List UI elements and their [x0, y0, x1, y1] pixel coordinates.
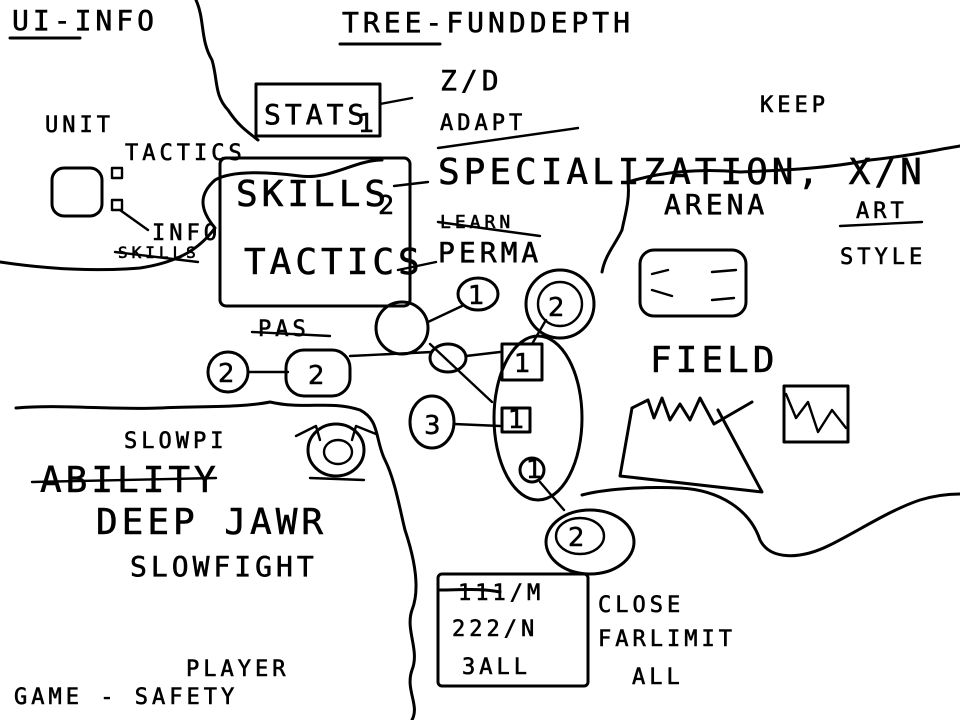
arena-preview-marks [650, 268, 738, 302]
node-1-bottom[interactable] [518, 456, 546, 484]
right-region-border [626, 144, 960, 184]
box-line-2: 222/N [452, 617, 538, 642]
adapt-strike [436, 126, 580, 150]
pas-label: PAS [258, 317, 310, 342]
node-small[interactable] [428, 342, 468, 374]
field-thumbnail [782, 384, 850, 444]
all-label: ALL [632, 665, 684, 690]
tactics-box-label: TACTICS [244, 242, 424, 283]
node-1-upper[interactable] [500, 342, 544, 382]
edge-small [464, 350, 502, 358]
node-2-ring[interactable] [524, 268, 596, 340]
style-label: STYLE [840, 245, 926, 270]
skills-connector [392, 180, 430, 188]
unit-portrait [50, 166, 104, 218]
right-region-border-left [600, 180, 630, 274]
zd-label: Z/D [440, 64, 503, 97]
edge-up [530, 318, 548, 346]
node-2-left-label: 2 [218, 359, 235, 389]
node-2-mid[interactable] [284, 348, 352, 398]
right-region-border-bottom [580, 485, 960, 558]
node-2-label: 2 [548, 293, 565, 323]
skills-tactics-box [218, 156, 412, 308]
farlimit-label: FARLIMIT [598, 627, 736, 652]
node-1-top[interactable] [456, 276, 500, 312]
node-1-top-label: 1 [468, 281, 485, 311]
ability-strike [30, 476, 218, 484]
unit-label: UNIT [45, 113, 114, 138]
arena-preview-box [638, 248, 748, 318]
node-gem[interactable] [374, 300, 430, 356]
perma-label: PERMA [438, 236, 542, 269]
art-label: ART [856, 199, 908, 224]
edge-down [538, 480, 566, 512]
node-3[interactable] [408, 394, 456, 450]
pas-strike [250, 330, 332, 338]
node-2-mid-label: 2 [308, 361, 325, 391]
node-1-lower-label: 1 [508, 405, 525, 435]
small-square-bottom [110, 198, 124, 212]
bottom-box [436, 572, 590, 688]
stats-box [254, 82, 382, 138]
left-region-border-lower [0, 158, 384, 272]
specialization-label: SPECIALIZATION, X/N [438, 152, 926, 193]
small-square-top [110, 166, 124, 180]
info-pointer [118, 208, 150, 232]
stats-sub: 1 [358, 109, 375, 139]
learn-label: LEARN [440, 212, 514, 233]
edge-3 [452, 422, 502, 428]
skills-label: SKILLS [236, 174, 390, 215]
title-ui-info: UI-INFO [12, 4, 158, 37]
adapt-label: ADAPT [440, 111, 526, 136]
slowpi-label: SLOWPI [124, 429, 227, 454]
edge-mid [348, 350, 434, 358]
node-tree: 1 2 2 2 3 1 1 1 2 [206, 268, 636, 576]
art-underline [838, 220, 924, 228]
node-2-bottom-inner [554, 516, 606, 556]
owl-icon [294, 422, 378, 482]
slowfight-label: SLOWFIGHT [130, 550, 318, 583]
info-label: INFO [152, 221, 221, 246]
field-mountains [618, 396, 764, 494]
field-label: FIELD [650, 340, 778, 381]
deep-jawr-label: DEEP JAWR [96, 502, 327, 543]
tactics-connector [396, 260, 438, 272]
edge-gem [426, 304, 464, 324]
skills-crossed-label: SKILLS [118, 243, 200, 262]
field-thumbnail-scribble [784, 392, 848, 434]
tactics-label: TACTICS [125, 141, 246, 166]
left-region-border [194, 0, 260, 142]
close-label: CLOSE [598, 593, 684, 618]
box-line-3: 3ALL [462, 655, 531, 680]
stats-label: STATS [264, 98, 368, 131]
node-1-bottom-label: 1 [526, 455, 543, 485]
title-tree: TREE-FUNDDEPTH [342, 6, 634, 39]
center-left-border [14, 400, 418, 720]
node-1-lower[interactable] [500, 406, 532, 434]
game-safety-label: GAME - SAFETY [14, 685, 238, 710]
node-1-upper-label: 1 [514, 349, 531, 379]
player-label: PLAYER [186, 657, 289, 682]
node-3-label: 3 [424, 411, 441, 441]
node-2-bottom-ring[interactable] [544, 508, 636, 576]
edge-cross [428, 342, 494, 404]
skills-sub: 2 [378, 191, 395, 221]
keep-label: KEEP [760, 93, 829, 118]
node-2-bottom-label: 2 [568, 523, 585, 553]
skills-strike [113, 250, 200, 264]
learn-strike [436, 220, 542, 238]
bottom-divider [438, 588, 502, 594]
arena-label: ARENA [664, 188, 768, 221]
node-2-inner [536, 280, 584, 328]
stats-connector [378, 96, 414, 106]
box-line-1: 111/M [458, 581, 544, 606]
